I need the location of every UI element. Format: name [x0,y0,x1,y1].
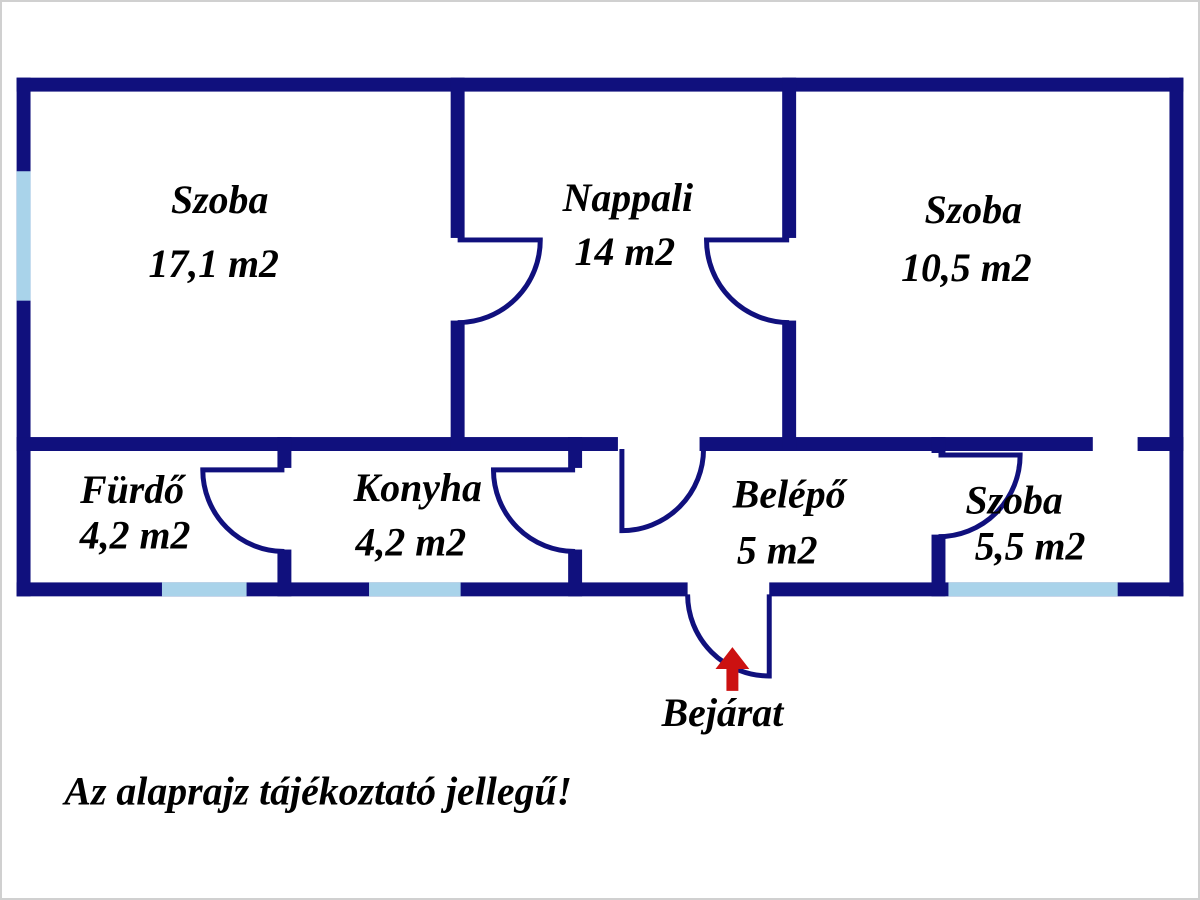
interior-wall-horizontal-right [1137,437,1184,451]
entrance-arrow-icon [715,647,750,691]
wall-furdo-konyha-top [277,437,292,468]
wall-belepo-szoba3-bottom [931,534,946,597]
room-labels: Szoba 17,1 m2 Nappali 14 m2 Szoba 10,5 m… [79,176,1086,572]
room-name-szoba2: Szoba [925,188,1022,232]
outer-wall-right [1169,77,1184,597]
outer-wall-left [16,77,31,597]
window-bottom-konyha [369,582,461,597]
wall-konyha-belepo-top [568,437,583,468]
room-area-furdo: 4,2 m2 [79,514,191,558]
doors [200,237,1023,679]
door-furdo [200,467,285,555]
outer-wall-top [16,77,1184,92]
wall-nappali-szoba2-bottom [782,320,797,451]
room-name-szoba1: Szoba [171,178,268,222]
door-nappali-belepo [619,449,707,534]
wall-szoba1-nappali-bottom [450,320,465,451]
room-area-szoba2: 10,5 m2 [901,246,1031,290]
room-name-nappali: Nappali [562,176,694,220]
room-name-szoba3: Szoba [965,479,1062,523]
entrance-label: Bejárat [661,691,786,735]
room-area-belepo: 5 m2 [737,528,818,572]
door-szoba3 [938,452,1023,540]
window-bottom-furdo [161,582,247,597]
windows [16,171,1118,597]
room-area-szoba1: 17,1 m2 [148,242,278,286]
door-szoba1-nappali [457,237,543,326]
room-area-nappali: 14 m2 [575,230,676,274]
wall-furdo-konyha-bottom [277,549,292,597]
room-name-belepo: Belépő [732,473,848,517]
wall-konyha-belepo-bottom [568,549,583,597]
outer-wall-bottom-left [16,582,688,597]
wall-belepo-szoba3-top [931,437,946,453]
room-name-konyha: Konyha [353,466,482,510]
disclaimer-caption: Az alaprajz tájékoztató jellegű! [61,769,572,813]
room-area-konyha: 4,2 m2 [355,521,467,565]
door-entrance [685,594,772,679]
room-area-szoba3: 5,5 m2 [975,525,1086,569]
wall-szoba1-nappali-top [450,77,465,238]
interior-wall-horizontal-left [16,437,618,451]
door-nappali-szoba2 [704,237,790,326]
interior-wall-horizontal-middle [699,437,1093,451]
room-name-furdo: Fürdő [79,468,186,512]
window-left-wall [16,171,31,301]
door-konyha [490,467,576,555]
window-bottom-szoba3 [948,582,1118,597]
wall-nappali-szoba2-top [782,77,797,238]
